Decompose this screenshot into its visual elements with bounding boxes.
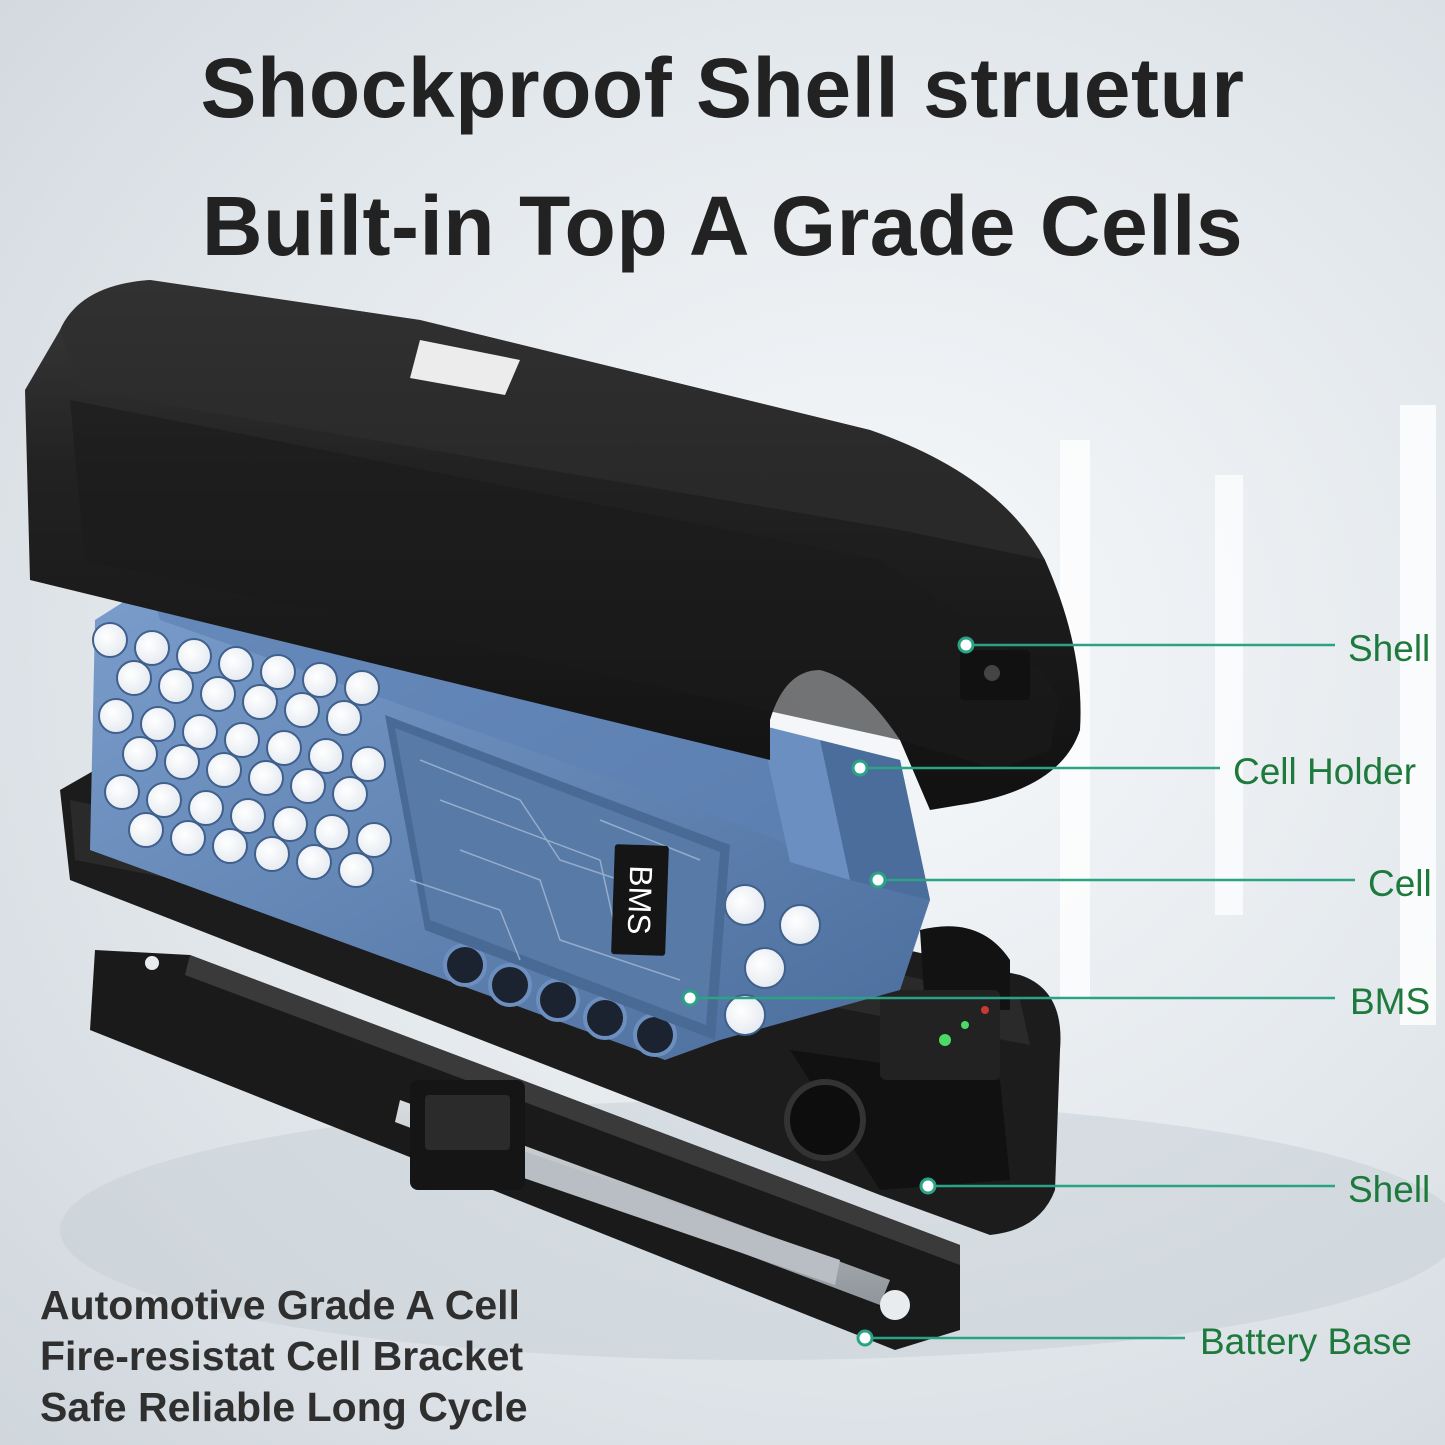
cell-end-cap [134,630,170,666]
cell-end-cap [146,782,182,818]
cell-end-cap [260,654,296,690]
cell-end-cap [224,722,260,758]
callout-dot-shell-bottom [919,1177,937,1195]
cell-end-cap [164,744,200,780]
callout-cell-holder: Cell Holder [1233,751,1417,792]
feature-item: Automotive Grade A Cell [40,1282,520,1328]
cell-end-cap [218,646,254,682]
cell-end-cap [290,768,326,804]
cell-end-cap [254,836,290,872]
battery-base [90,950,960,1350]
callout-dot-battery-base [856,1329,874,1347]
brand-badge [410,340,520,395]
callout-dot-cell-holder [851,759,869,777]
cell-end-cap [104,774,140,810]
cell-end-cap [536,978,580,1022]
cell-end-cap [212,828,248,864]
cell-end-cap [266,730,302,766]
cell-end-cap [206,752,242,788]
cell-end-cap [332,776,368,812]
cell-end-caps [92,622,821,1057]
cell-end-cap [92,622,128,658]
cell-end-cap [170,820,206,856]
cell-end-cap [356,822,392,858]
callout-dots [681,636,975,1347]
cell-end-cap [158,668,194,704]
cell-end-cap [200,676,236,712]
cell-end-cap [350,746,386,782]
callout-shell-bottom: Shell [1348,1169,1431,1210]
cell-end-cap [272,806,308,842]
callout-dot-bms [681,989,699,1007]
cell-end-cap [296,844,332,880]
bms-chip-label: BMS [621,865,659,936]
light-panel [1400,405,1436,1025]
headline-line-1: Shockproof Shell struetur [200,41,1245,135]
callout-shell-top: Shell [1348,628,1431,669]
callout-battery-base: Battery Base [1200,1321,1412,1362]
feature-item: Safe Reliable Long Cycle [40,1384,528,1430]
cell-end-cap [122,736,158,772]
feature-list: Automotive Grade A Cell Fire-resistat Ce… [40,1280,528,1433]
cell-end-cap [116,660,152,696]
cell-end-cap [176,638,212,674]
cell-end-cap [583,996,627,1040]
cell-end-cap [242,684,278,720]
cell-end-cap [128,812,164,848]
cell-end-cap [488,963,532,1007]
cell-end-cap [140,706,176,742]
cell-end-cap [284,692,320,728]
cell-end-cap [314,814,350,850]
cell-end-cap [744,947,786,989]
callout-dot-cell [869,871,887,889]
upper-shell [25,280,1081,810]
callout-lines [690,643,1355,1340]
cell-end-cap [443,943,487,987]
cell-end-cap [338,852,374,888]
cell-end-cap [724,994,766,1036]
callout-dot-shell-top [957,636,975,654]
cell-end-cap [302,662,338,698]
cell-end-cap [230,798,266,834]
cell-end-cap [724,884,766,926]
light-panel [1215,475,1243,915]
feature-item: Fire-resistat Cell Bracket [40,1333,524,1379]
headline-line-2: Built-in Top A Grade Cells [201,179,1244,273]
bms-board: BMS [385,715,730,1040]
callout-cell: Cell [1368,863,1432,904]
cell-end-cap [308,738,344,774]
cell-end-cap [344,670,380,706]
callout-bms: BMS [1350,981,1431,1022]
cell-end-cap [188,790,224,826]
cell-end-cap [779,904,821,946]
cell-end-cap [326,700,362,736]
cell-end-cap [248,760,284,796]
cell-end-cap [98,698,134,734]
cell-end-cap [182,714,218,750]
bms-chip: BMS [611,844,669,956]
